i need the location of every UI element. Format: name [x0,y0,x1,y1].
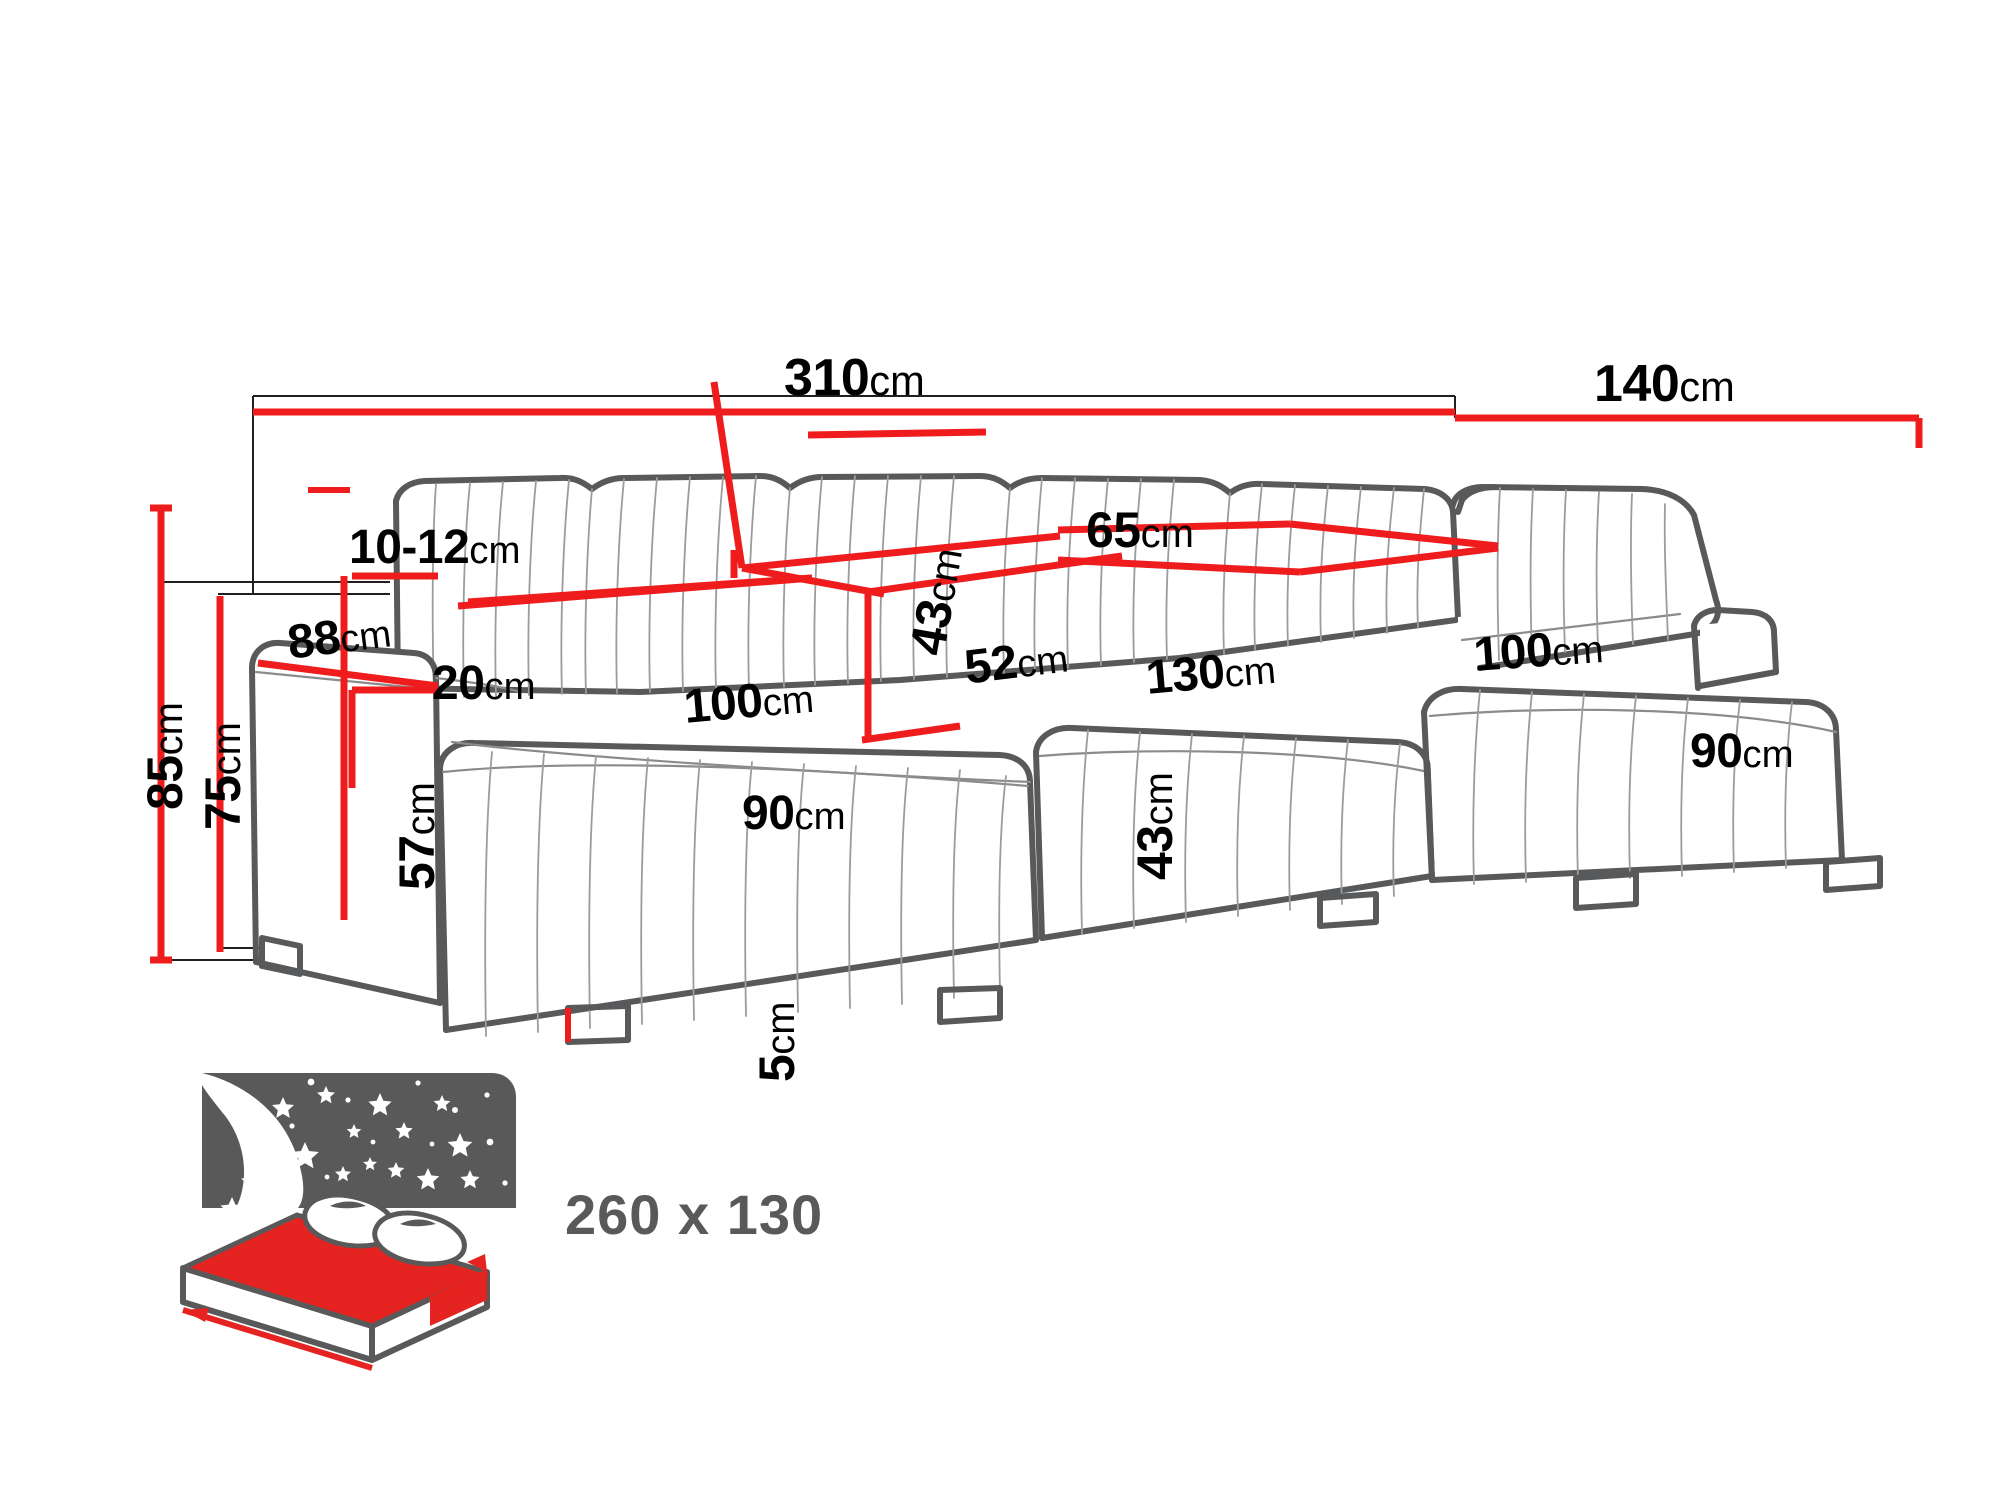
label-leg-height: 5cm [749,1001,805,1082]
label-seat-back-height: 65cm [1086,502,1194,558]
dimline-52 [741,532,1061,572]
label-seat-height-right: 43cm [1127,772,1183,880]
sofa-illustration [249,473,1883,1045]
label-armrest-height: 57cm [389,782,445,890]
label-chaise-depth: 100cm [1471,623,1605,682]
dimline-88 [257,659,439,690]
label-armrest-width: 20cm [432,657,536,710]
dimline-100-chaise [1057,520,1291,534]
label-chaise-width: 90cm [1690,725,1794,778]
label-left-seat-width: 90cm [742,787,846,840]
label-total-depth: 140cm [1594,355,1735,413]
dimline-43-back [710,381,746,569]
label-total-width: 310cm [784,349,925,407]
sleeping-area-icon [180,1073,516,1371]
sofa-legs [259,855,1883,1045]
dimline-90-chaise [1057,556,1301,576]
label-cushion-thickness: 10-12cm [349,521,521,574]
label-sleeping-area: 260 x 130 [565,1183,824,1246]
dimline-65 [807,428,987,439]
label-total-height: 85cm [137,702,193,810]
pillows [302,1192,467,1267]
dimension-lines [150,381,1923,1042]
stars [220,1078,508,1220]
label-backrest-height: 75cm [195,722,251,830]
dimline-90-left [457,574,813,610]
